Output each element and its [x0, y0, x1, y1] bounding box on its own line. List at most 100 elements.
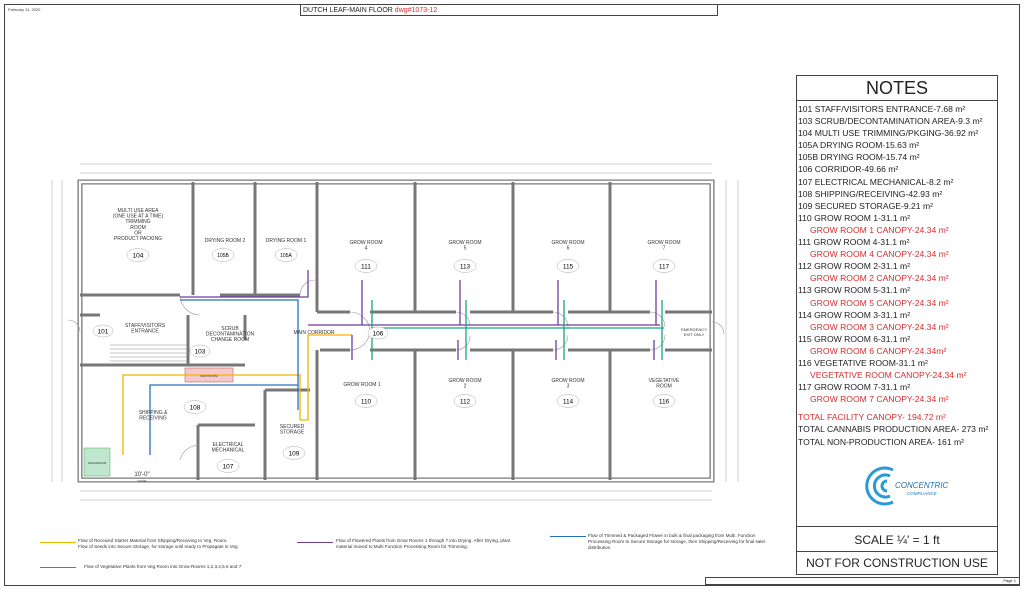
- exterior-walls-inner: [78, 180, 714, 482]
- note-line: 101 STAFF/VISITORS ENTRANCE-7.68 m²: [798, 104, 966, 114]
- drawing-title: DUTCH LEAF-MAIN FLOOR: [303, 7, 395, 14]
- drawing-title-block: DUTCH LEAF-MAIN FLOOR dwg#1073-12: [300, 4, 718, 16]
- tag-110: 110: [354, 394, 378, 408]
- room-105b-number: 105B: [217, 253, 229, 259]
- legend-blue-swatch: [550, 536, 586, 537]
- floor-plan: MULTI USE AREA(ONE USE AT A TIME)TRIMMIN…: [51, 163, 739, 501]
- legend-purple-text: Flow of Flowered Plants from Grow Rooms …: [336, 538, 511, 549]
- flow-purple: [180, 270, 660, 360]
- tag-113: 113: [453, 259, 477, 273]
- notes-panel: NOTES 101 STAFF/VISITORS ENTRANCE-7.68 m…: [796, 75, 998, 575]
- room-109-label-line: STORAGE: [280, 430, 305, 436]
- flow-teal: [371, 300, 664, 360]
- room-104-label-line: MULTI USE AREA: [117, 208, 159, 214]
- door-size-label: 10'-0": [134, 472, 149, 478]
- room-101-number: 101: [98, 329, 109, 336]
- restroom-label: RESTROOM: [200, 374, 218, 378]
- room-104-number: 104: [133, 253, 144, 260]
- tag-105b: 105B: [211, 248, 235, 262]
- room-116-label-line: VEGETATIVE: [649, 378, 680, 384]
- drawing-date: February 11, 2020: [8, 7, 41, 12]
- doors: [67, 279, 725, 461]
- note-line: TOTAL NON-PRODUCTION AREA- 161 m²: [798, 436, 965, 447]
- room-103-label-line: DECONTAMINATION: [206, 332, 255, 338]
- tag-109: 109: [282, 446, 306, 460]
- washroom-label: WASHROOM: [88, 461, 107, 465]
- washroom-fixture: [83, 447, 111, 477]
- note-line: 105B DRYING ROOM-15.74 m²: [798, 152, 920, 163]
- room-104-label-line: OR: [134, 230, 142, 236]
- legend-yellow-swatch: [40, 542, 76, 543]
- room-114-label-line: GROW ROOM: [551, 378, 584, 384]
- note-line: 104 MULTI USE TRIMMING/PKGING-36.92 m²: [798, 128, 979, 139]
- room-103-label-line: SCRUB: [221, 326, 239, 332]
- tag-117: 117: [652, 259, 676, 273]
- tag-106: 106: [367, 326, 389, 340]
- legend-yellow-text: Flow of Received Starter Material from S…: [78, 538, 239, 549]
- page-number: Page 1: [1003, 578, 1016, 583]
- tag-103: 103: [189, 344, 211, 358]
- emergency-exit-line: EXIT ONLY: [684, 332, 705, 337]
- not-for-construction-box: NOT FOR CONSTRUCTION USE: [806, 556, 988, 570]
- room-113-label-line: GROW ROOM: [448, 240, 481, 246]
- room-112-label-line: GROW ROOM: [448, 378, 481, 384]
- notes-list: 101 STAFF/VISITORS ENTRANCE-7.68 m² 103 S…: [797, 101, 997, 448]
- note-line: 115 GROW ROOM 6-31.1 m²: [798, 333, 911, 344]
- room-107-label-line: ELECTRICAL: [213, 442, 244, 448]
- flow-blue: [149, 299, 299, 455]
- note-line: 103 SCRUB/DECONTAMINATION AREA-9.3 m²: [798, 116, 983, 127]
- note-line: GROW ROOM 7 CANOPY-24.34 m²: [810, 394, 949, 405]
- room-107-number: 107: [223, 464, 234, 471]
- emergency-exit-line: EMERGENCY: [681, 327, 707, 332]
- room-106-number: 106: [373, 331, 384, 338]
- page-footer: Page 1: [705, 577, 1020, 585]
- flow-yellow: [122, 334, 352, 455]
- tag-108: 108: [183, 400, 207, 414]
- room-117-number: 117: [659, 264, 670, 271]
- note-line: 110 GROW ROOM 1-31.1 m²: [798, 212, 911, 223]
- note-line: 105A DRYING ROOM-15.63 m²: [798, 140, 920, 151]
- tag-116: 116: [652, 394, 676, 408]
- room-105b-label: DRYING ROOM 2: [205, 238, 246, 244]
- tag-114: 114: [556, 394, 580, 408]
- room-108-label-line: RECEIVING: [139, 416, 167, 422]
- room-105a-label: DRYING ROOM 1: [266, 238, 307, 244]
- note-line: 109 SECURED STORAGE-9.21 m²: [798, 200, 933, 211]
- room-114-label-line: 3: [567, 384, 570, 390]
- tag-107: 107: [216, 459, 240, 473]
- legend-teal-swatch: [40, 567, 76, 568]
- room-105b-label-line: DRYING ROOM 2: [205, 238, 246, 244]
- note-line: GROW ROOM 3 CANOPY-24.34 m²: [810, 321, 949, 332]
- room-111-number: 111: [361, 264, 371, 271]
- room-105a-label-line: DRYING ROOM 1: [266, 238, 307, 244]
- note-line: TOTAL CANNABIS PRODUCTION AREA- 273 m²: [798, 424, 989, 435]
- note-line: 111 GROW ROOM 4-31.1 m²: [798, 237, 910, 248]
- dimension-lines: [51, 163, 739, 501]
- room-112-label-line: 2: [464, 384, 467, 390]
- tag-112: 112: [453, 394, 477, 408]
- note-line: 116 VEGETATIVE ROOM-31.1 m²: [798, 357, 928, 368]
- room-101-label-line: STAFF/VISITORS: [125, 323, 166, 329]
- room-115-label-line: GROW ROOM: [551, 240, 584, 246]
- note-line: TOTAL FACILITY CANOPY- 194.72 m²: [798, 412, 946, 423]
- exterior-walls: [77, 179, 715, 483]
- note-line: 114 GROW ROOM 3-31.1 m²: [798, 309, 911, 320]
- door-tag-label: DOOR: [138, 479, 148, 483]
- tag-111: 111: [354, 259, 378, 273]
- room-106-label-line: MAIN CORRIDOR: [293, 330, 335, 336]
- note-line: 117 GROW ROOM 7-31.1 m²: [798, 382, 911, 393]
- room-104-label-line: PRODUCT PACKING: [114, 236, 162, 242]
- note-line: 113 GROW ROOM 5-31.1 m²: [798, 285, 911, 296]
- room-106-label: MAIN CORRIDOR: [293, 330, 335, 336]
- stairs: [110, 344, 188, 362]
- room-110-number: 110: [361, 399, 372, 406]
- tag-104: 104: [126, 248, 150, 262]
- room-113-number: 113: [460, 264, 471, 271]
- note-line: GROW ROOM 4 CANOPY-24.34 m²: [810, 249, 949, 260]
- room-104-label-line: TRIMMING: [125, 219, 150, 225]
- concentric-logo-icon: CONCENTRIC COMPLIANCE: [865, 466, 949, 506]
